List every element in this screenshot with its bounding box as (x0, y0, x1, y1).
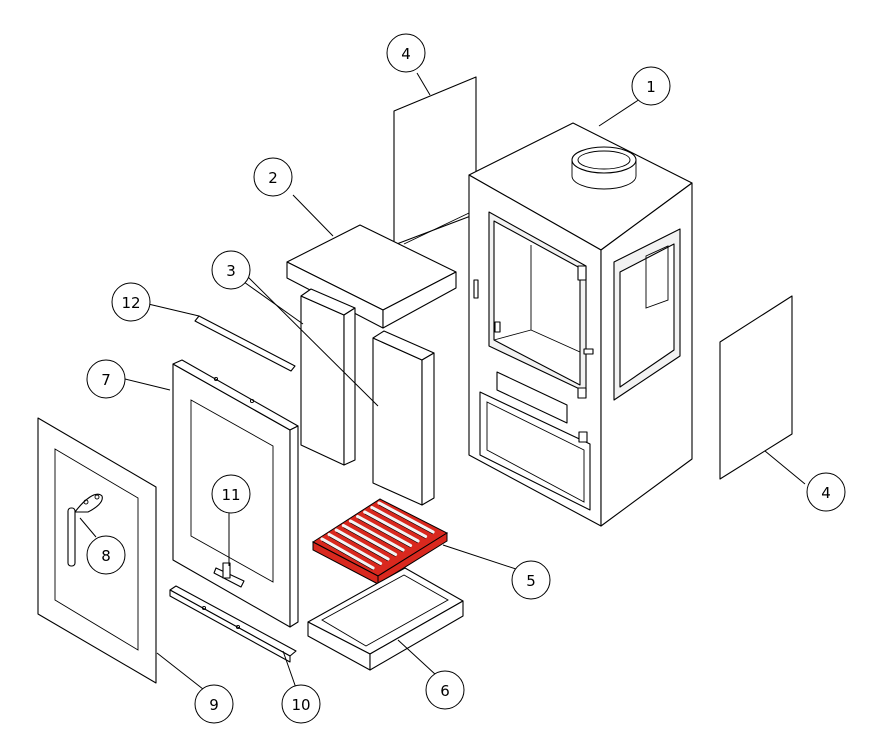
balloon-label: 4 (401, 45, 411, 63)
grate-bar-edge (371, 509, 426, 539)
top-baffle-plate (286, 212, 470, 329)
leader-lines (79, 72, 806, 694)
balloon-label: 4 (821, 484, 831, 502)
callout-balloon-7: 7 (86, 359, 126, 399)
stove-body (468, 122, 693, 527)
callout-balloon-1: 1 (631, 66, 671, 106)
balloon-label: 3 (226, 262, 236, 280)
bottom-trim-bar (169, 585, 297, 663)
grate-bar (356, 514, 413, 548)
rod (194, 315, 296, 372)
balloon-circle (425, 670, 465, 710)
side-glass-panel-rear (393, 76, 477, 246)
grate-bar-edge (321, 540, 374, 571)
side-firebrick-left (300, 288, 356, 466)
balloon-label: 5 (526, 572, 536, 590)
balloon-circle (211, 474, 251, 514)
callout-balloon-9: 9 (194, 684, 234, 724)
grate-bar-edge (350, 522, 404, 553)
callout-balloon-5: 5 (511, 560, 551, 600)
grate-bar (327, 532, 383, 566)
grate-bar-edge (364, 513, 419, 544)
grate-bar (341, 523, 398, 557)
grate-bar-edge (357, 518, 411, 548)
balloon-circle (281, 684, 321, 724)
callout-balloon-11: 11 (211, 474, 251, 514)
callout-balloon-4: 4 (806, 472, 846, 512)
ash-pan (307, 567, 464, 671)
balloon-label: 8 (101, 547, 111, 565)
grate-bar (348, 519, 405, 552)
grate-bar (320, 537, 375, 570)
balloon-label: 2 (268, 169, 278, 187)
balloon-label: 12 (121, 294, 140, 312)
callout-balloon-4: 4 (386, 33, 426, 73)
door-latch (213, 562, 245, 588)
balloon-label: 7 (101, 371, 111, 389)
balloon-circle (86, 535, 126, 575)
balloon-circle (511, 560, 551, 600)
callout-balloon-10: 10 (281, 684, 321, 724)
door-handle (67, 493, 103, 567)
balloon-label: 9 (209, 696, 219, 714)
balloon-circle (806, 472, 846, 512)
balloon-circle (194, 684, 234, 724)
balloon-circle (211, 250, 251, 290)
callout-balloon-2: 2 (253, 157, 293, 197)
balloon-label: 11 (221, 486, 240, 504)
grate-bar (334, 528, 390, 561)
balloon-circle (386, 33, 426, 73)
grate-bar-edge (328, 536, 381, 566)
balloon-label: 10 (291, 696, 310, 714)
grate-bar-edge (343, 527, 396, 557)
side-firebrick-right (372, 330, 435, 506)
grate-side-edge (377, 532, 448, 585)
grate-bar (370, 505, 428, 539)
callout-balloon-3: 3 (211, 250, 251, 290)
balloon-label: 1 (646, 78, 656, 96)
balloon-circle (253, 157, 293, 197)
grate-bar (363, 510, 420, 543)
grate-bar-edge (336, 531, 389, 562)
fire-grate (312, 498, 449, 585)
balloon-label: 6 (440, 682, 450, 700)
grate-bar (377, 501, 435, 534)
grate-bar-edge (378, 504, 434, 535)
balloon-circle (631, 66, 671, 106)
balloon-circle (111, 282, 151, 322)
balloon-circle (86, 359, 126, 399)
callout-balloon-12: 12 (111, 282, 151, 322)
callout-balloon-8: 8 (86, 535, 126, 575)
side-glass-panel-right (719, 295, 793, 480)
callout-balloon-6: 6 (425, 670, 465, 710)
